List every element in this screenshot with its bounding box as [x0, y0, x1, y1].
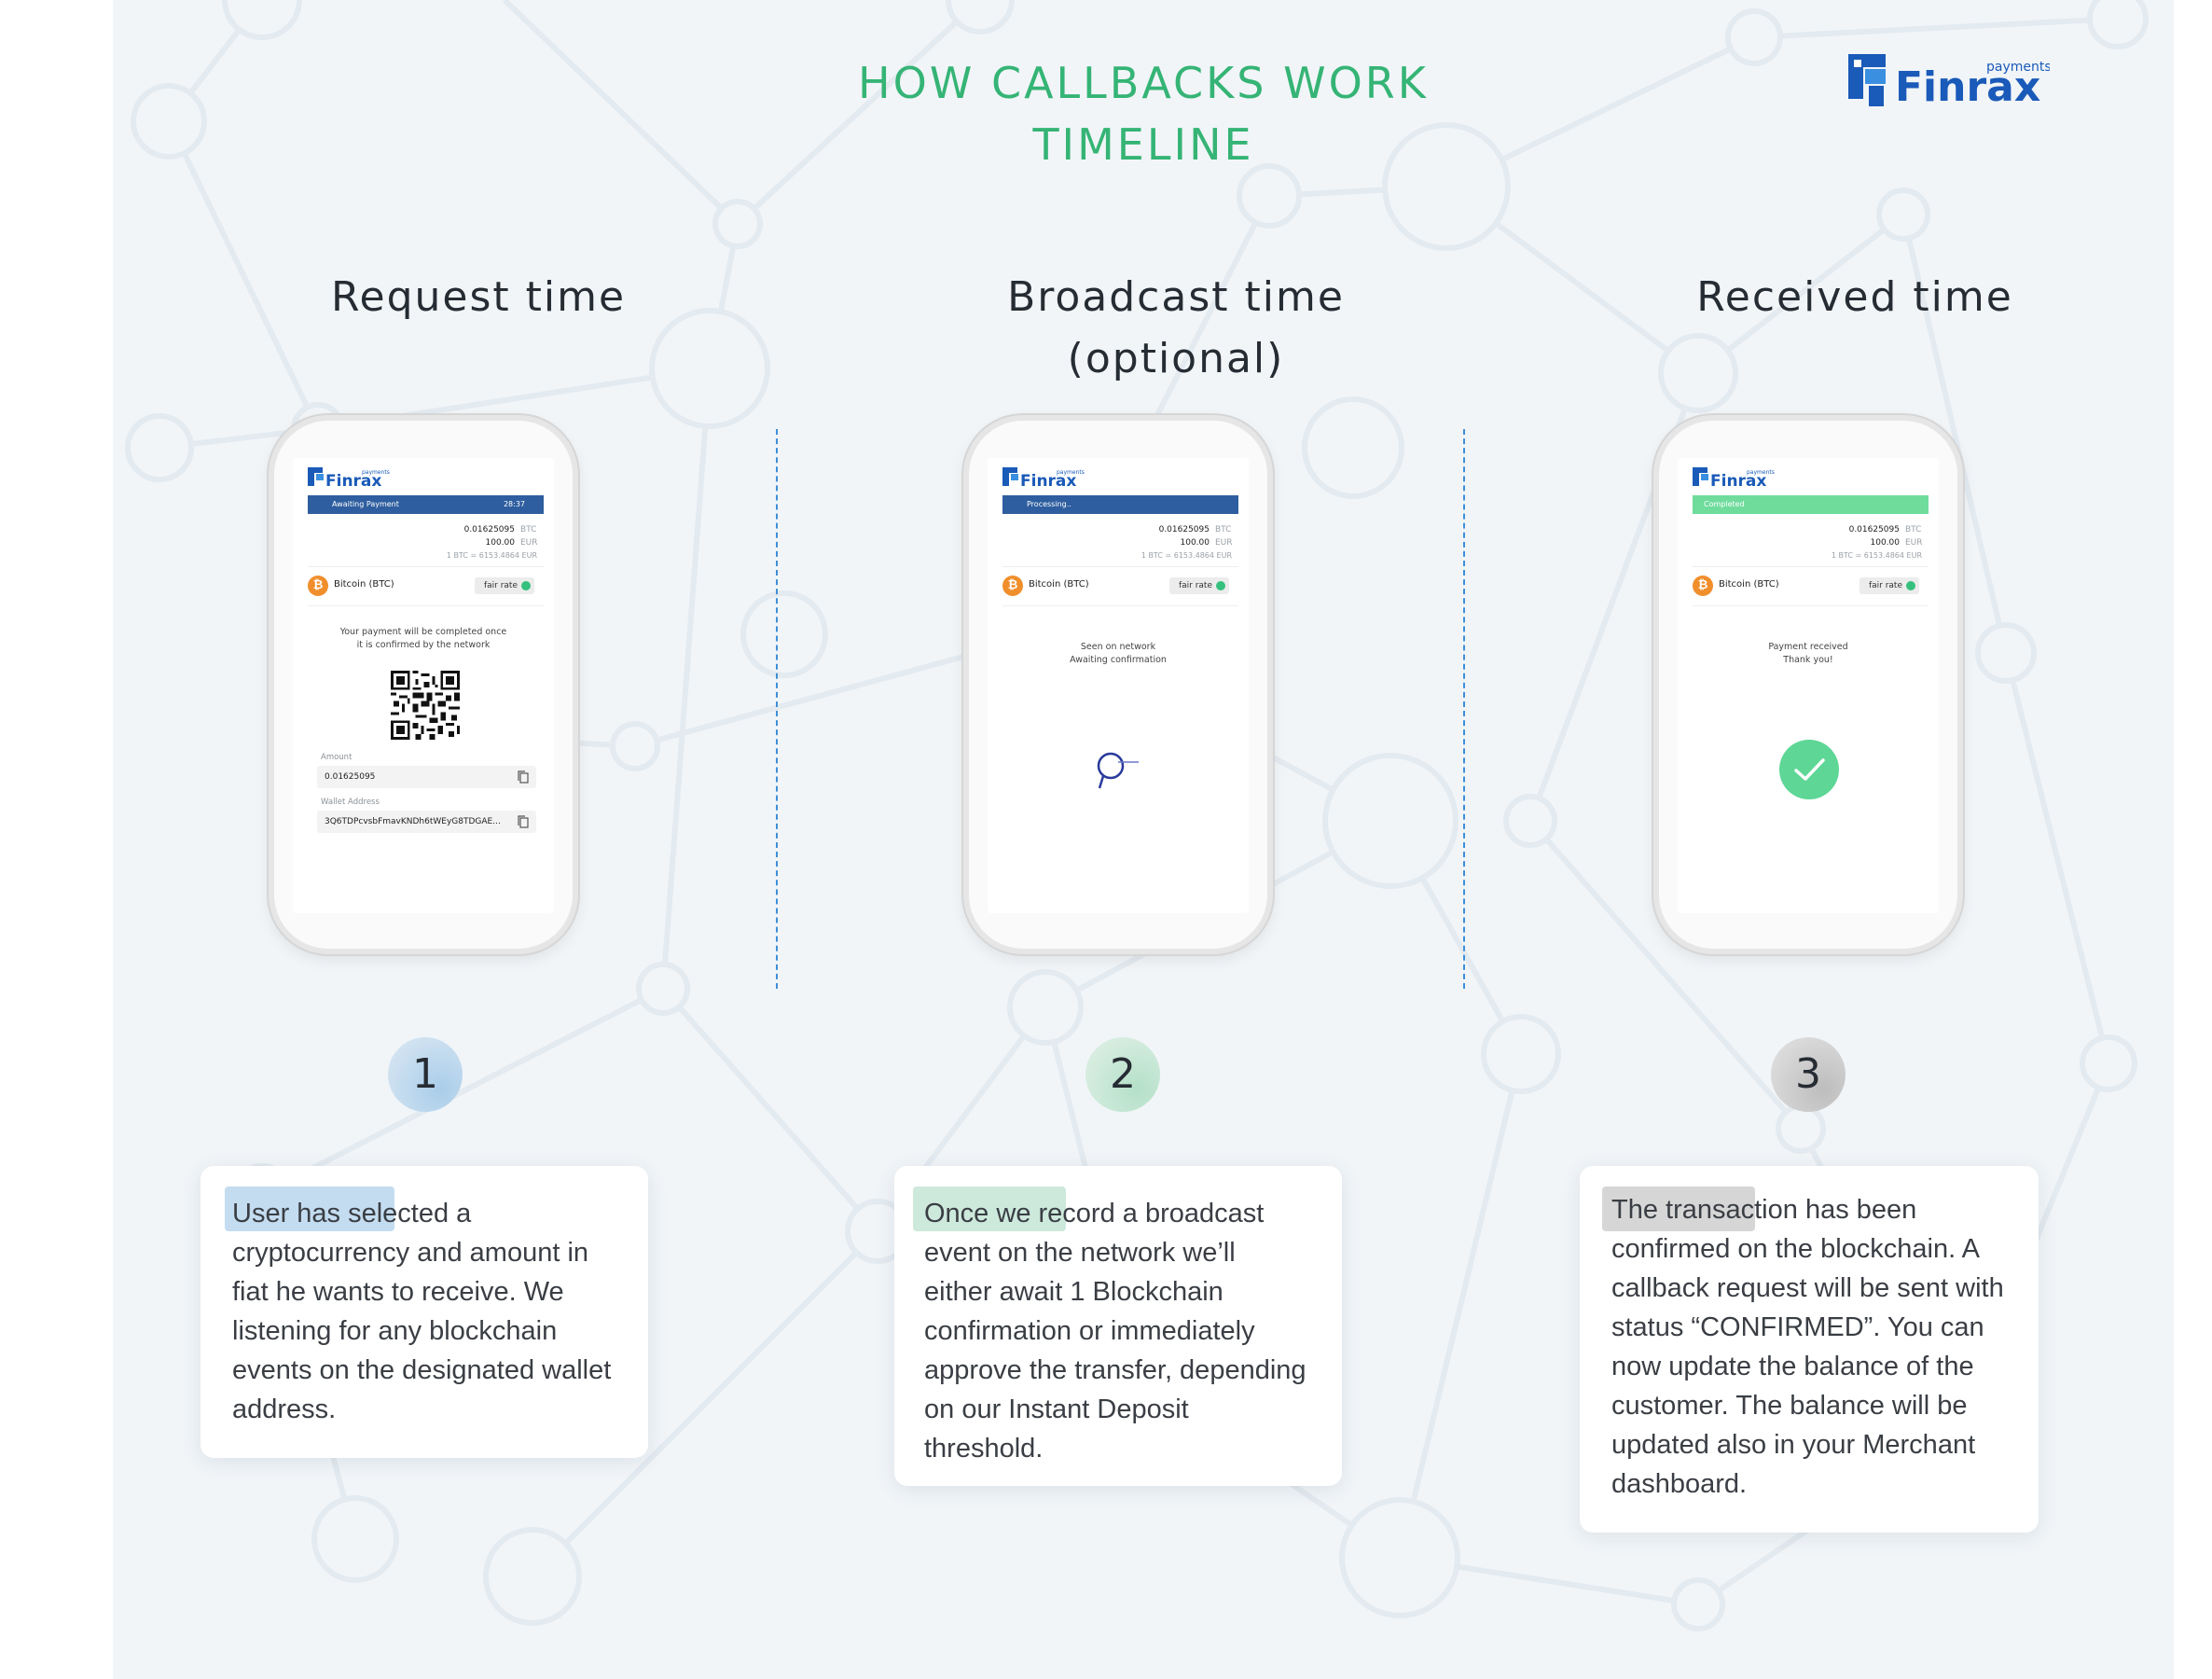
phone-logo: Finrax payments: [1693, 467, 1775, 490]
coin-name: Bitcoin (BTC): [1719, 579, 1779, 590]
bitcoin-icon: ₿: [1002, 576, 1023, 596]
fair-rate-badge: fair rate: [1859, 577, 1919, 594]
step-3-description: The transaction has been confirmed on th…: [1611, 1195, 2004, 1499]
received-message: Payment received Thank you!: [1768, 642, 1848, 665]
status-text: Completed: [1704, 500, 1745, 508]
check-icon: [1216, 581, 1225, 590]
step-2-card: Once we record a broadcast event on the …: [894, 1166, 1342, 1486]
coin-name: Bitcoin (BTC): [334, 579, 394, 590]
separator: [308, 566, 544, 567]
highlight: [913, 1186, 1066, 1231]
btc-amount: 0.01625095: [1848, 525, 1900, 534]
svg-text:Finrax: Finrax: [1710, 472, 1766, 490]
divider-right: [1463, 429, 1465, 989]
qr-code: [391, 671, 460, 740]
step-2-badge: 2: [1085, 1037, 1160, 1112]
step-2-description: Once we record a broadcast event on the …: [924, 1199, 1306, 1464]
status-bar: Completed: [1693, 495, 1929, 514]
step-1-card: User has selected a cryptocurrency and a…: [200, 1166, 648, 1458]
phone-screen: Finrax payments Awaiting Payment 28:37 0…: [293, 458, 554, 913]
copy-icon[interactable]: [518, 770, 529, 784]
exchange-rate: 1 BTC = 6153.4864 EUR: [1831, 551, 1922, 560]
highlight: [1602, 1186, 1755, 1231]
loading-spinner-icon: [1097, 752, 1139, 789]
svg-text:Finrax: Finrax: [1020, 472, 1076, 490]
fair-rate-badge: fair rate: [1168, 577, 1229, 594]
svg-text:payments: payments: [1057, 469, 1085, 476]
fiat-amount: 100.00: [1180, 538, 1210, 548]
exchange-rate: 1 BTC = 6153.4864 EUR: [1141, 551, 1232, 560]
separator: [1693, 566, 1929, 567]
amount-label: Amount: [321, 753, 353, 762]
coin-row[interactable]: ₿ Bitcoin (BTC) fair rate: [1693, 572, 1929, 600]
highlight: [225, 1186, 394, 1231]
svg-text:Finrax: Finrax: [325, 472, 381, 490]
wallet-field[interactable]: 3Q6TDPcvsbFmavKNDh6tWEyG8TDGAE...: [317, 811, 536, 833]
check-icon: [1906, 581, 1915, 590]
separator: [1002, 566, 1238, 567]
bitcoin-icon: ₿: [1693, 576, 1713, 596]
step-3-badge: 3: [1771, 1037, 1846, 1112]
network-message: Seen on network Awaiting confirmation: [1070, 642, 1167, 665]
success-check-icon: [1779, 740, 1839, 799]
btc-amount: 0.01625095: [1158, 525, 1210, 534]
heading-received-time: Received time: [1696, 273, 2013, 321]
check-icon: [521, 581, 531, 590]
phone-logo: Finrax payments: [308, 467, 390, 490]
fiat-amount: 100.00: [485, 538, 516, 548]
svg-text:payments: payments: [362, 469, 390, 476]
bitcoin-icon: ₿: [308, 576, 328, 596]
status-bar: Awaiting Payment 28:37: [308, 495, 544, 514]
phone-request: Finrax payments Awaiting Payment 28:37 0…: [269, 415, 578, 954]
separator: [308, 605, 544, 606]
timer: 28:37: [503, 500, 525, 508]
logo-sub: payments: [1986, 60, 2050, 75]
btc-amount: 0.01625095: [463, 525, 515, 534]
heading-broadcast-time: Broadcast time: [1007, 273, 1345, 321]
coin-row[interactable]: ₿ Bitcoin (BTC) fair rate: [308, 572, 544, 600]
exchange-rate: 1 BTC = 6153.4864 EUR: [446, 551, 537, 560]
step-3-card: The transaction has been confirmed on th…: [1580, 1166, 2039, 1533]
separator: [1693, 605, 1929, 606]
fair-rate-badge: fair rate: [474, 577, 534, 594]
coin-name: Bitcoin (BTC): [1029, 579, 1089, 590]
wallet-label: Wallet Address: [321, 798, 380, 807]
status-text: Processing..: [1027, 500, 1071, 508]
coin-row[interactable]: ₿ Bitcoin (BTC) fair rate: [1002, 572, 1238, 600]
separator: [1002, 605, 1238, 606]
finrax-logo: Finrax payments: [1848, 54, 2050, 111]
step-1-badge: 1: [388, 1037, 463, 1112]
phone-logo: Finrax payments: [1002, 467, 1085, 490]
copy-icon[interactable]: [518, 815, 529, 828]
payment-message: Your payment will be completed once it i…: [339, 627, 507, 650]
fiat-amount: 100.00: [1870, 538, 1901, 548]
amount-field[interactable]: 0.01625095: [317, 766, 536, 788]
heading-request-time: Request time: [330, 273, 627, 321]
step-1-description: User has selected a cryptocurrency and a…: [232, 1199, 612, 1424]
status-text: Awaiting Payment: [332, 500, 399, 508]
title-line-1: HOW CALLBACKS WORK: [858, 58, 1429, 108]
status-bar: Processing..: [1002, 495, 1238, 514]
infographic-canvas: HOW CALLBACKS WORK TIMELINE Finrax payme…: [113, 0, 2174, 1679]
svg-text:payments: payments: [1747, 469, 1775, 476]
title-line-2: TIMELINE: [1032, 119, 1254, 170]
divider-left: [776, 429, 778, 989]
logo-word: Finrax: [1895, 63, 2040, 111]
heading-broadcast-optional: (optional): [1067, 335, 1285, 382]
